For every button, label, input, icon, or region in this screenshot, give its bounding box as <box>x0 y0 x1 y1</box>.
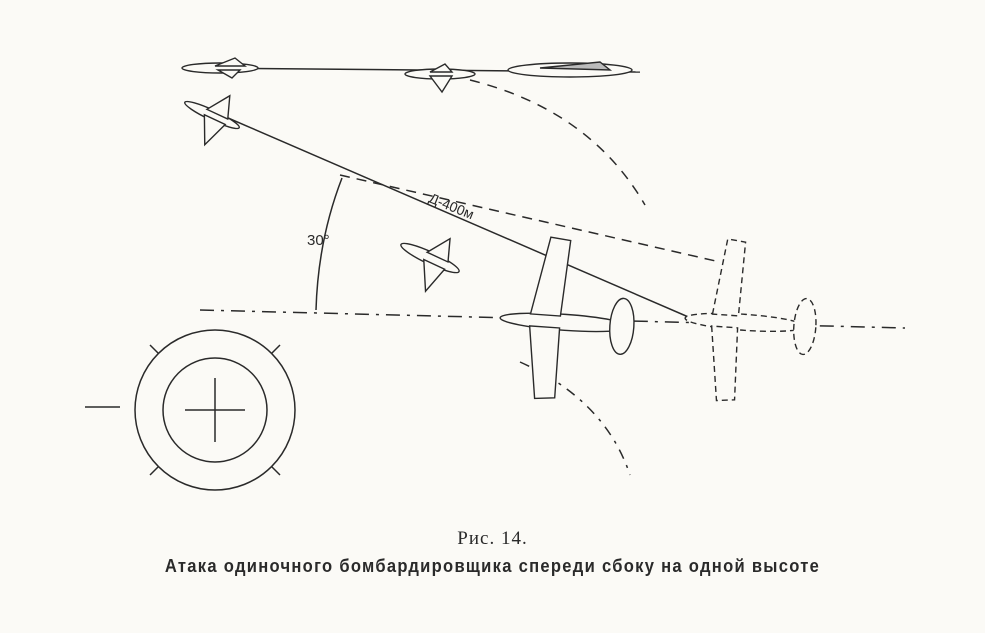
distance-line <box>339 174 721 263</box>
fighter-icon <box>404 63 476 94</box>
attack-line <box>204 107 701 323</box>
bomber-future-position-icon <box>684 238 817 402</box>
fighter-icon <box>400 237 460 293</box>
enemy-fighter-icon <box>507 61 633 78</box>
figure-caption: Атака одиночного бомбардировщика спереди… <box>164 556 821 576</box>
angle-arc <box>315 177 343 311</box>
fighter-icon <box>181 57 259 79</box>
lower-breakaway-path <box>519 361 631 476</box>
top-breakaway-path <box>469 79 646 206</box>
fighter-icon <box>184 94 240 147</box>
gunsight-icon <box>85 329 296 491</box>
bomber-icon <box>499 236 635 400</box>
angle-label: 30° <box>307 232 330 249</box>
figure-number: Рис. 14. <box>457 528 528 549</box>
